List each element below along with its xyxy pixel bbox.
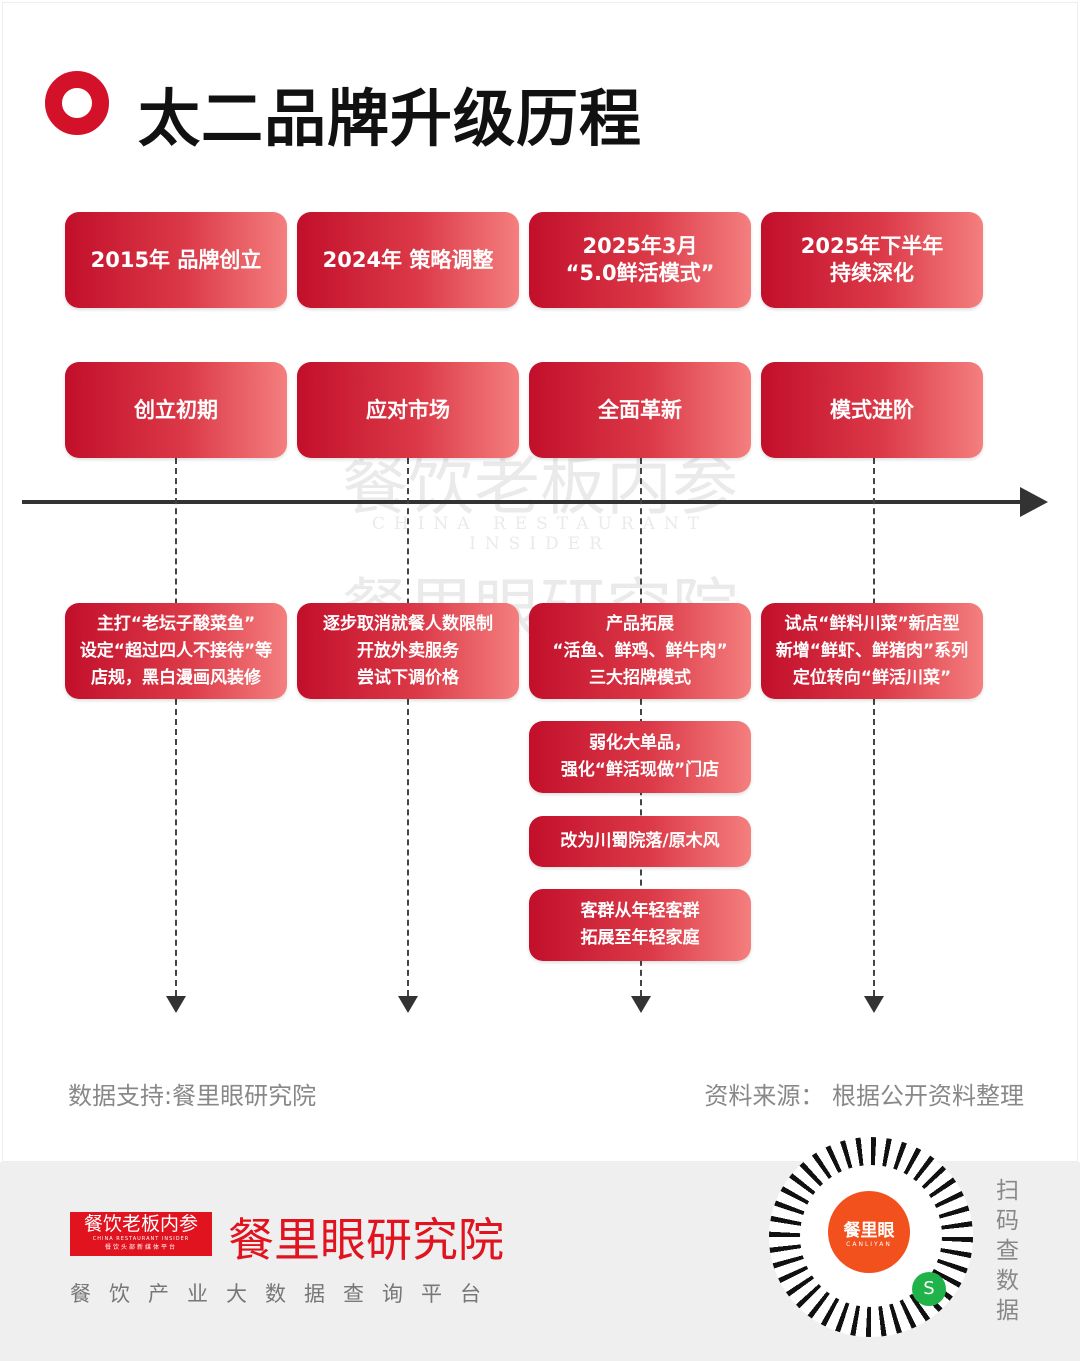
arrow-down-icon (864, 996, 884, 1013)
logo: 餐饮老板内参 CHINA RESTAURANT INSIDER 餐饮头部新媒体平… (70, 1212, 212, 1256)
tagline: 餐饮产业大数据查询平台 (70, 1282, 499, 1306)
ring-icon (45, 71, 109, 135)
detail-line: 产品拓展 (606, 613, 674, 634)
logo-en: CHINA RESTAURANT INSIDER (92, 1236, 190, 1242)
qr-logo-en: CANLIYAN (846, 1241, 892, 1248)
phase-stage-box: 全面革新 (529, 362, 751, 458)
detail-line: 尝试下调价格 (357, 667, 459, 688)
phase-date: 2025年下半年 (800, 234, 944, 258)
phase-date-box: 2024年 策略调整 (297, 212, 519, 308)
detail-box: 主打“老坛子酸菜鱼” 设定“超过四人不接待”等店规，黑白漫画风装修 (65, 603, 287, 699)
detail-line: 拓展至年轻家庭 (580, 928, 700, 948)
qr-logo-cn: 餐里眼 (843, 1221, 895, 1241)
timeline-axis (22, 500, 1022, 504)
detail-box: 产品拓展 “活鱼、鲜鸡、鲜牛肉” 三大招牌模式 (529, 603, 751, 699)
phase-date-box: 2025年下半年持续深化 (761, 212, 983, 308)
logo-cn: 餐饮老板内参 (83, 1213, 198, 1235)
phase-stage: 全面革新 (598, 397, 682, 422)
phase-date: 2015年 品牌创立 (90, 247, 262, 272)
phase-stage-box: 创立初期 (65, 362, 287, 458)
detail-line: 主打“老坛子酸菜鱼” (96, 613, 256, 634)
phase-stage-box: 应对市场 (297, 362, 519, 458)
detail-box: 弱化大单品， 强化“鲜活现做”门店 (529, 721, 751, 793)
detail-box: 改为川蜀院落/原木风 (529, 816, 751, 867)
detail-box: 试点“鲜料川菜”新店型新增“鲜虾、鲜猪肉”系列定位转向“鲜活川菜” (761, 603, 983, 699)
phase-stage: 应对市场 (366, 397, 450, 422)
data-support-note: 数据支持:餐里眼研究院 (68, 1082, 317, 1110)
dashed-connector (873, 458, 875, 996)
detail-line: 试点“鲜料川菜”新店型 (784, 613, 960, 634)
watermark-en: CHINA RESTAURANT INSIDER (371, 514, 709, 554)
page-title: 太二品牌升级历程 (138, 82, 643, 155)
detail-line: 逐步取消就餐人数限制 (323, 613, 493, 634)
qr-logo: 餐里眼 CANLIYAN (828, 1191, 910, 1273)
mini-program-icon: S (912, 1272, 946, 1306)
dashed-connector (407, 458, 409, 996)
detail-line: 客群从年轻客群 (580, 901, 700, 921)
phase-date: 2024年 策略调整 (322, 247, 494, 272)
detail-line: 店规，黑白漫画风装修 (91, 667, 261, 688)
detail-line: “活鱼、鲜鸡、鲜牛肉” (552, 640, 728, 661)
dashed-connector (175, 458, 177, 996)
detail-line: 弱化大单品， (589, 733, 691, 753)
phase-date-box: 2025年3月 “5.0鲜活模式” (529, 212, 751, 308)
detail-box: 客群从年轻客群拓展至年轻家庭 (529, 889, 751, 961)
arrow-right-icon (1020, 487, 1048, 517)
phase-stage-box: 模式进阶 (761, 362, 983, 458)
phase-date-sub: “5.0鲜活模式” (565, 261, 715, 285)
detail-box: 逐步取消就餐人数限制开放外卖服务尝试下调价格 (297, 603, 519, 699)
phase-stage: 创立初期 (134, 397, 218, 422)
detail-line: 新增“鲜虾、鲜猪肉”系列 (775, 640, 969, 661)
infographic-canvas (2, 2, 1078, 1162)
phase-date: 2025年3月 (582, 234, 698, 258)
detail-line: 改为川蜀院落/原木风 (560, 831, 720, 851)
detail-line: 定位转向“鲜活川菜” (792, 667, 952, 688)
phase-date-sub: 持续深化 (830, 261, 914, 285)
detail-line: 设定“超过四人不接待”等 (79, 640, 273, 661)
brand-name: 餐里眼研究院 (228, 1213, 504, 1267)
arrow-down-icon (631, 996, 651, 1013)
scan-prompt: 扫码查数据 (996, 1178, 1019, 1324)
logo-sub: 餐饮头部新媒体平台 (104, 1244, 177, 1251)
arrow-down-icon (166, 996, 186, 1013)
arrow-down-icon (398, 996, 418, 1013)
detail-line: 三大招牌模式 (589, 667, 691, 688)
detail-line: 强化“鲜活现做”门店 (560, 760, 720, 780)
detail-line: 开放外卖服务 (357, 640, 459, 661)
source-note: 资料来源： 根据公开资料整理 (704, 1082, 1024, 1110)
phase-date-box: 2015年 品牌创立 (65, 212, 287, 308)
phase-stage: 模式进阶 (830, 397, 914, 422)
